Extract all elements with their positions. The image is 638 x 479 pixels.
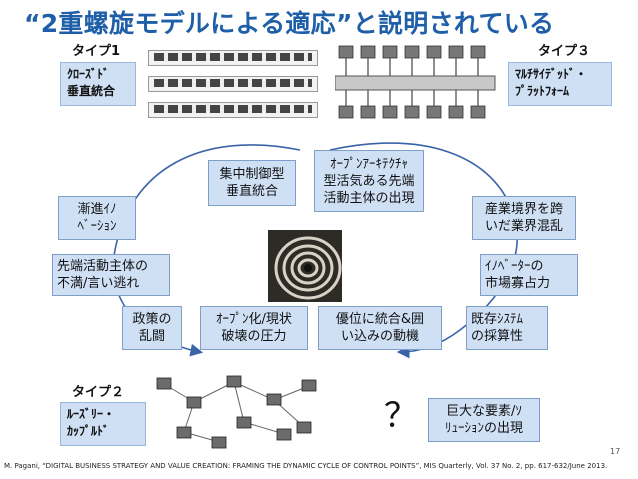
box-centralized-vertical: 集中制御型 垂直統合 xyxy=(208,160,296,206)
box-line: 活動主体の出現 xyxy=(323,190,415,206)
type2-loose-network-illustration xyxy=(156,375,317,449)
type1-desc-line1: ｸﾛｰｽﾞﾄﾞ xyxy=(67,67,110,81)
box-line: 市場寡占力 xyxy=(485,276,551,291)
type3-desc-line2: ﾌﾟﾗｯﾄﾌｫｰﾑ xyxy=(515,84,570,98)
box-existing-profitability: 既存ｼｽﾃﾑ の採算性 xyxy=(466,306,548,350)
box-gradual-innovation: 漸進ｲﾉ ﾍﾞｰｼｮﾝ xyxy=(58,196,136,240)
type2-desc-line2: ｶｯﾌﾟﾙﾄﾞ xyxy=(67,424,110,438)
box-industry-boundary: 産業境界を跨 いだ業界混乱 xyxy=(472,196,576,240)
box-line: 破壊の圧力 xyxy=(221,329,287,344)
box-line: の採算性 xyxy=(471,329,524,344)
type1-module-illustration xyxy=(148,50,318,120)
box-innovator-oligopoly: ｲﾉﾍﾞｰﾀｰの 市場寡占力 xyxy=(480,254,578,296)
box-line: い込みの動機 xyxy=(340,329,419,344)
box-line: 産業境界を跨 xyxy=(484,202,563,217)
type1-label: タイプ1 xyxy=(72,44,121,59)
type3-platform-illustration xyxy=(335,45,496,119)
spiral-staircase-image xyxy=(268,230,342,302)
box-line: 集中制御型 xyxy=(219,167,285,182)
box-line: いだ業界混乱 xyxy=(484,219,563,234)
box-line: 先端活動主体の xyxy=(57,259,149,274)
box-frontier-dissatisfaction: 先端活動主体の 不満/言い逃れ xyxy=(52,254,170,296)
box-line: 垂直統合 xyxy=(225,184,278,199)
module-blocks xyxy=(154,53,312,61)
type3-label: タイプ３ xyxy=(538,44,591,59)
box-line: ﾍﾞｰｼｮﾝ xyxy=(77,219,117,234)
box-line: 巨大な要素/ｿ xyxy=(446,404,522,419)
type2-label: タイプ２ xyxy=(72,385,125,400)
module-blocks xyxy=(154,79,312,87)
question-mark: ？ xyxy=(384,396,418,436)
box-line: ｵｰﾌﾟﾝｱｰｷﾃｸﾁｬ xyxy=(330,156,408,172)
box-line: ｲﾉﾍﾞｰﾀｰの xyxy=(485,259,544,274)
box-giant-element-emergence: 巨大な要素/ｿ ﾘｭｰｼｮﾝの出現 xyxy=(428,398,540,442)
box-line: 政策の xyxy=(132,312,172,327)
box-line: 既存ｼｽﾃﾑ xyxy=(471,312,524,327)
type1-desc-line2: 垂直統合 xyxy=(67,84,116,98)
type2-desc-line1: ﾙｰｽﾞﾘｰ・ xyxy=(67,407,116,421)
box-line: 型活気ある先端 xyxy=(323,173,415,189)
type3-description: ﾏﾙﾁｻｲﾃﾞｯﾄﾞ・ ﾌﾟﾗｯﾄﾌｫｰﾑ xyxy=(508,62,612,106)
box-line: 漸進ｲﾉ xyxy=(77,202,117,217)
type2-description: ﾙｰｽﾞﾘｰ・ ｶｯﾌﾟﾙﾄﾞ xyxy=(60,402,146,446)
box-line: ｵｰﾌﾟﾝ化/現状 xyxy=(216,312,292,327)
citation: M. Pagani, “DIGITAL BUSINESS STRATEGY AN… xyxy=(4,462,608,470)
page-title: “2重螺旋モデルによる適応”と説明されている xyxy=(24,9,555,38)
box-dominance-motive: 優位に統合&囲 い込みの動機 xyxy=(318,306,442,350)
box-policy-struggle: 政策の 乱闘 xyxy=(122,306,182,350)
box-line: 優位に統合&囲 xyxy=(335,312,425,327)
type3-desc-line1: ﾏﾙﾁｻｲﾃﾞｯﾄﾞ・ xyxy=(515,67,588,81)
box-line: ﾘｭｰｼｮﾝの出現 xyxy=(444,421,523,436)
box-line: 不満/言い逃れ xyxy=(57,276,140,291)
box-line: 乱闘 xyxy=(138,329,165,344)
page-number: 17 xyxy=(610,447,621,456)
box-open-pressure: ｵｰﾌﾟﾝ化/現状 破壊の圧力 xyxy=(200,306,308,350)
module-blocks xyxy=(154,105,312,113)
box-open-architecture: ｵｰﾌﾟﾝｱｰｷﾃｸﾁｬ 型活気ある先端 活動主体の出現 xyxy=(314,150,424,212)
type1-description: ｸﾛｰｽﾞﾄﾞ 垂直統合 xyxy=(60,62,136,106)
